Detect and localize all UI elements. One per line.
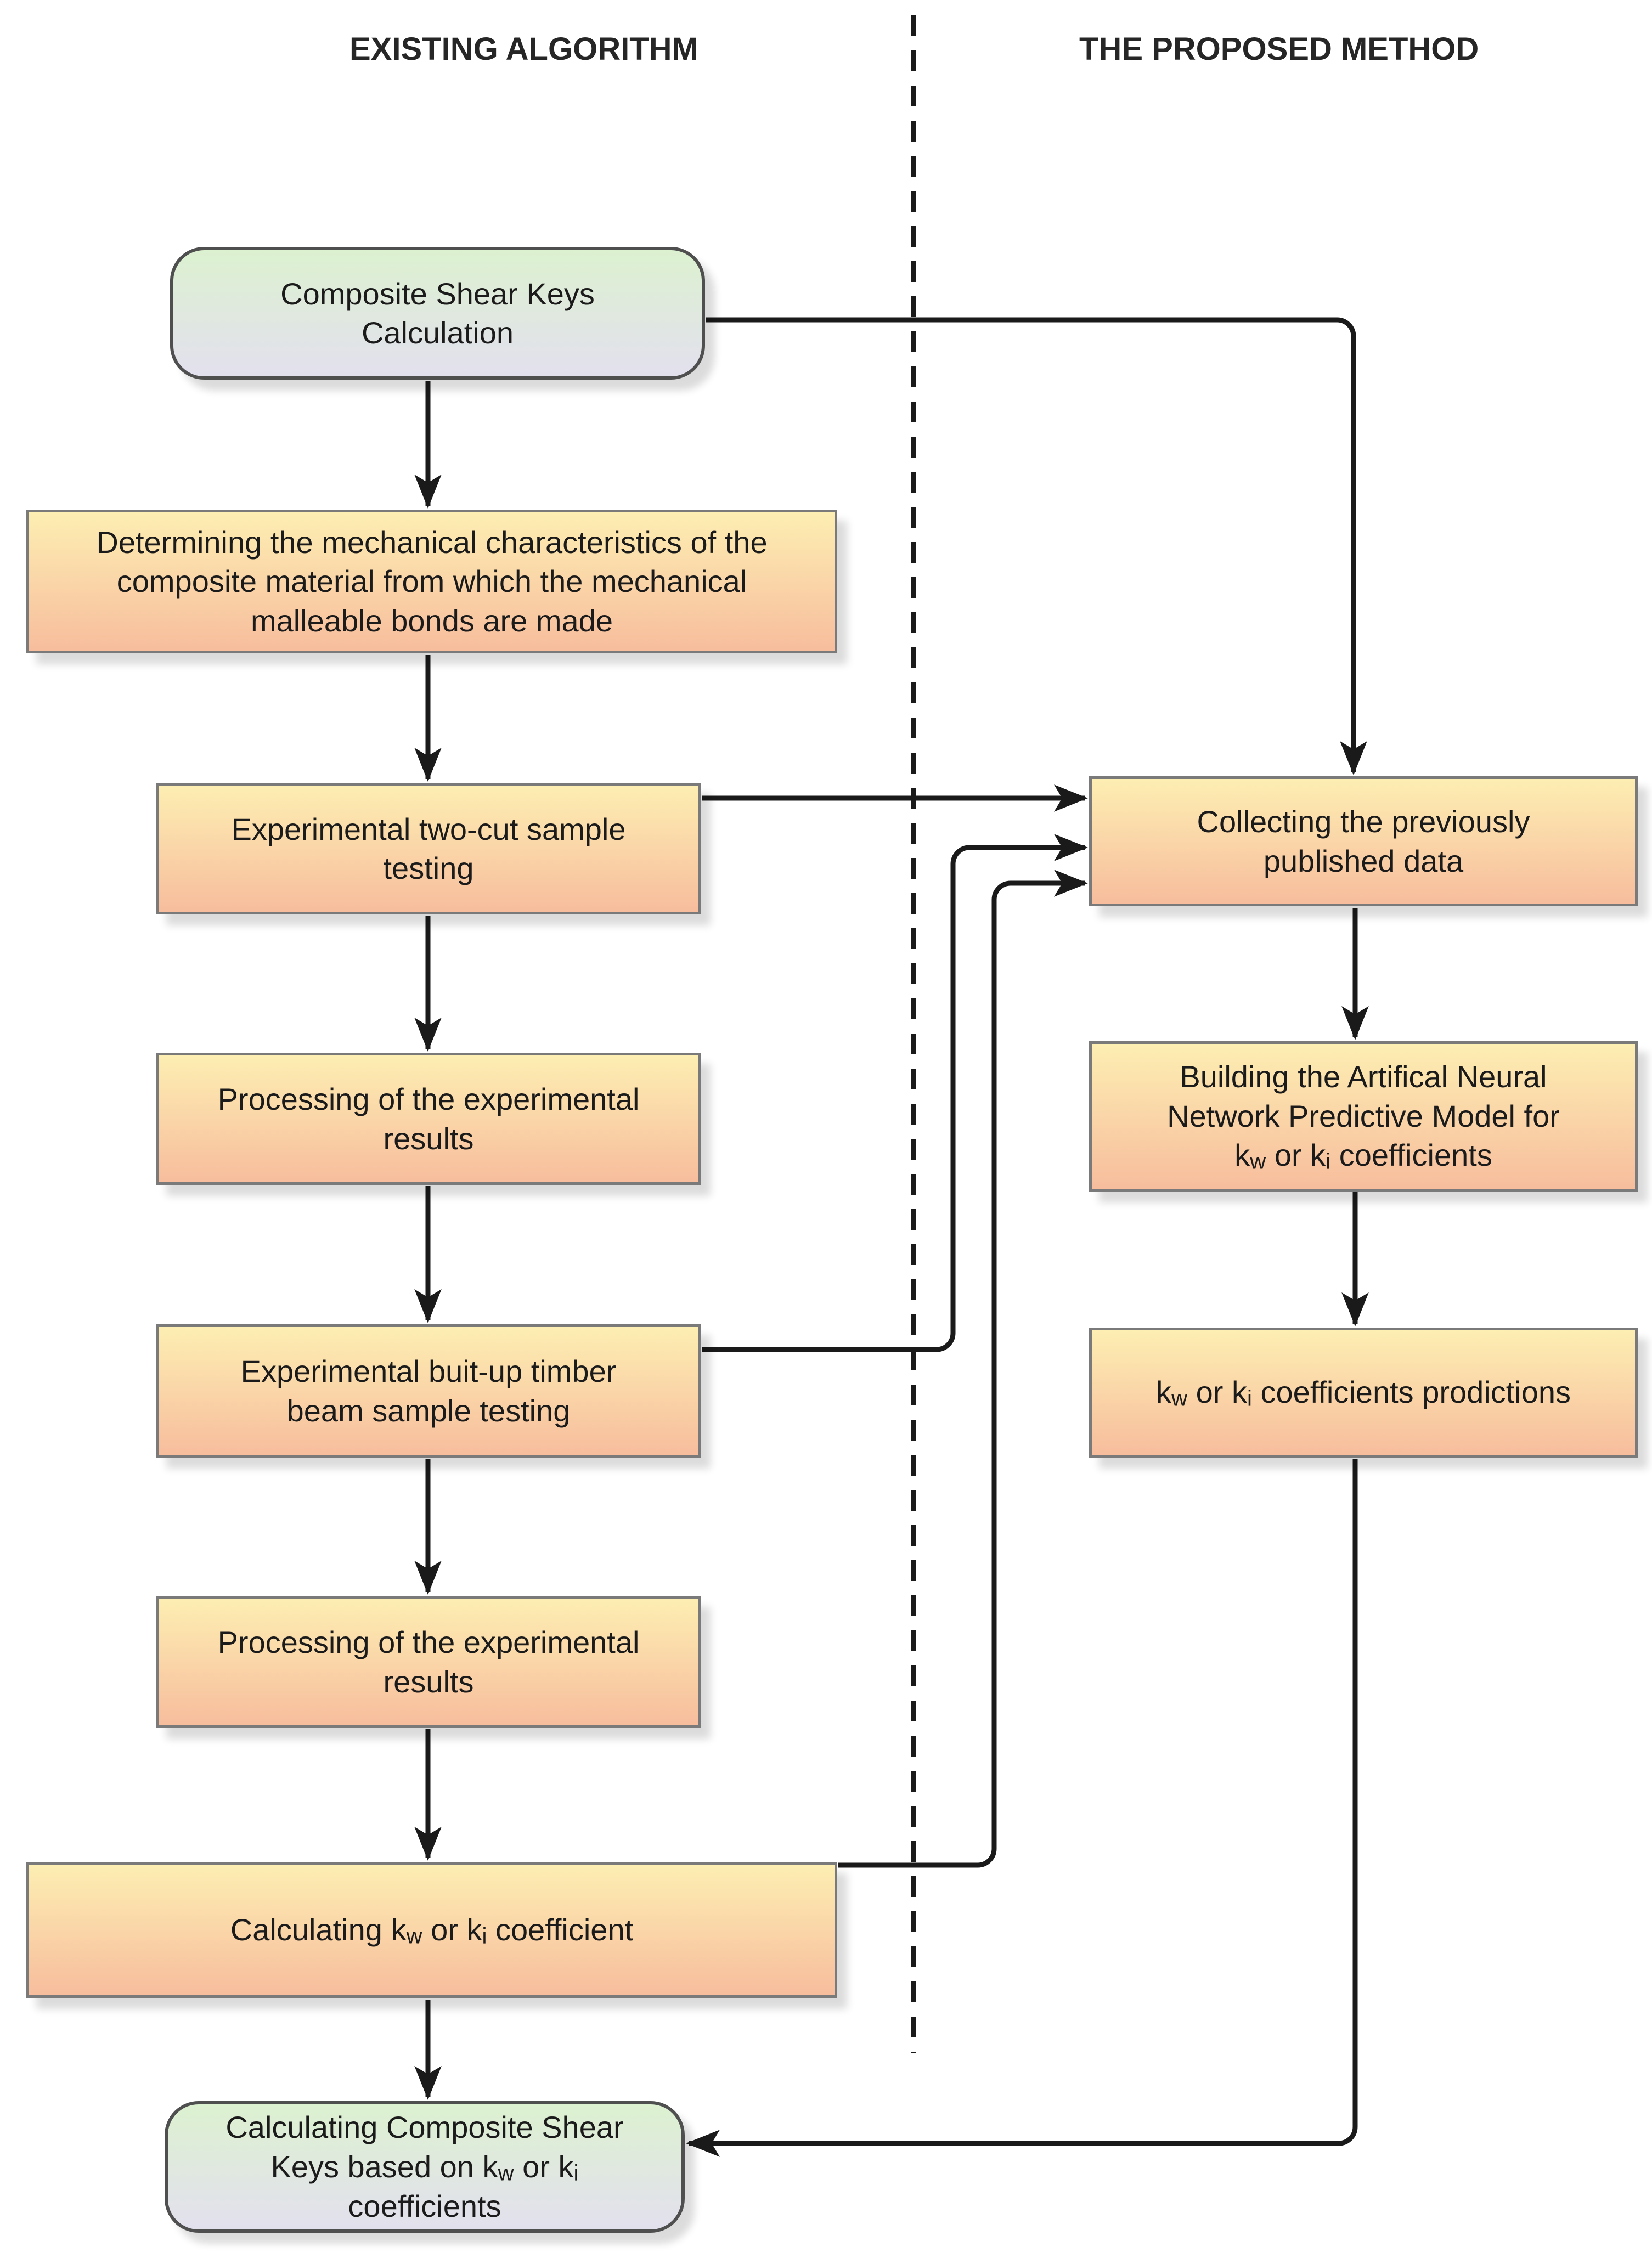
column-header-existing-algorithm: EXISTING ALGORITHM xyxy=(349,31,698,67)
node-label: Experimental buit-up timber beam sample … xyxy=(240,1354,617,1428)
node-composite-shear-keys-calculation: Composite Shear Keys Calculation xyxy=(170,247,705,380)
node-label: Composite Shear Keys Calculation xyxy=(280,276,595,350)
node-label: kw or ki coefficients prodictions xyxy=(1155,1375,1571,1411)
node-label: Collecting the previously published data xyxy=(1197,804,1530,878)
arrow-calc-coeff-to-collecting xyxy=(838,870,1088,1868)
node-determining-mechanical-characteristics: Determining the mechanical characteristi… xyxy=(26,510,837,653)
node-experimental-two-cut-sample-testing: Experimental two-cut sample testing xyxy=(156,783,701,914)
node-label: Calculating kw or ki coefficient xyxy=(230,1912,634,1949)
node-label: Experimental two-cut sample testing xyxy=(231,811,626,885)
node-experimental-built-up-timber-beam-testing: Experimental buit-up timber beam sample … xyxy=(156,1324,701,1458)
node-label: Processing of the experimental results xyxy=(217,1625,640,1699)
node-label: Determining the mechanical characteristi… xyxy=(96,525,768,638)
node-label: Calculating Composite Shear Keys based o… xyxy=(225,2110,624,2224)
arrow-built-up-to-collecting xyxy=(702,834,1088,1352)
arrow-start-to-collecting xyxy=(706,317,1367,775)
node-processing-experimental-results-1: Processing of the experimental results xyxy=(156,1053,701,1185)
node-label: Building the Artifical Neural Network Pr… xyxy=(1167,1059,1560,1174)
arrow-predictions-to-final xyxy=(686,1459,1358,2157)
node-kw-ki-coefficients-predictions: kw or ki coefficients prodictions xyxy=(1089,1328,1638,1458)
node-building-ann-predictive-model: Building the Artifical Neural Network Pr… xyxy=(1089,1041,1638,1192)
node-calculating-composite-shear-keys-final: Calculating Composite Shear Keys based o… xyxy=(165,2101,685,2233)
node-collecting-previously-published-data: Collecting the previously published data xyxy=(1089,776,1638,906)
node-processing-experimental-results-2: Processing of the experimental results xyxy=(156,1596,701,1728)
node-calculating-kw-ki-coefficient: Calculating kw or ki coefficient xyxy=(26,1862,837,1998)
column-header-proposed-method: THE PROPOSED METHOD xyxy=(1079,31,1479,67)
node-label: Processing of the experimental results xyxy=(217,1082,640,1156)
